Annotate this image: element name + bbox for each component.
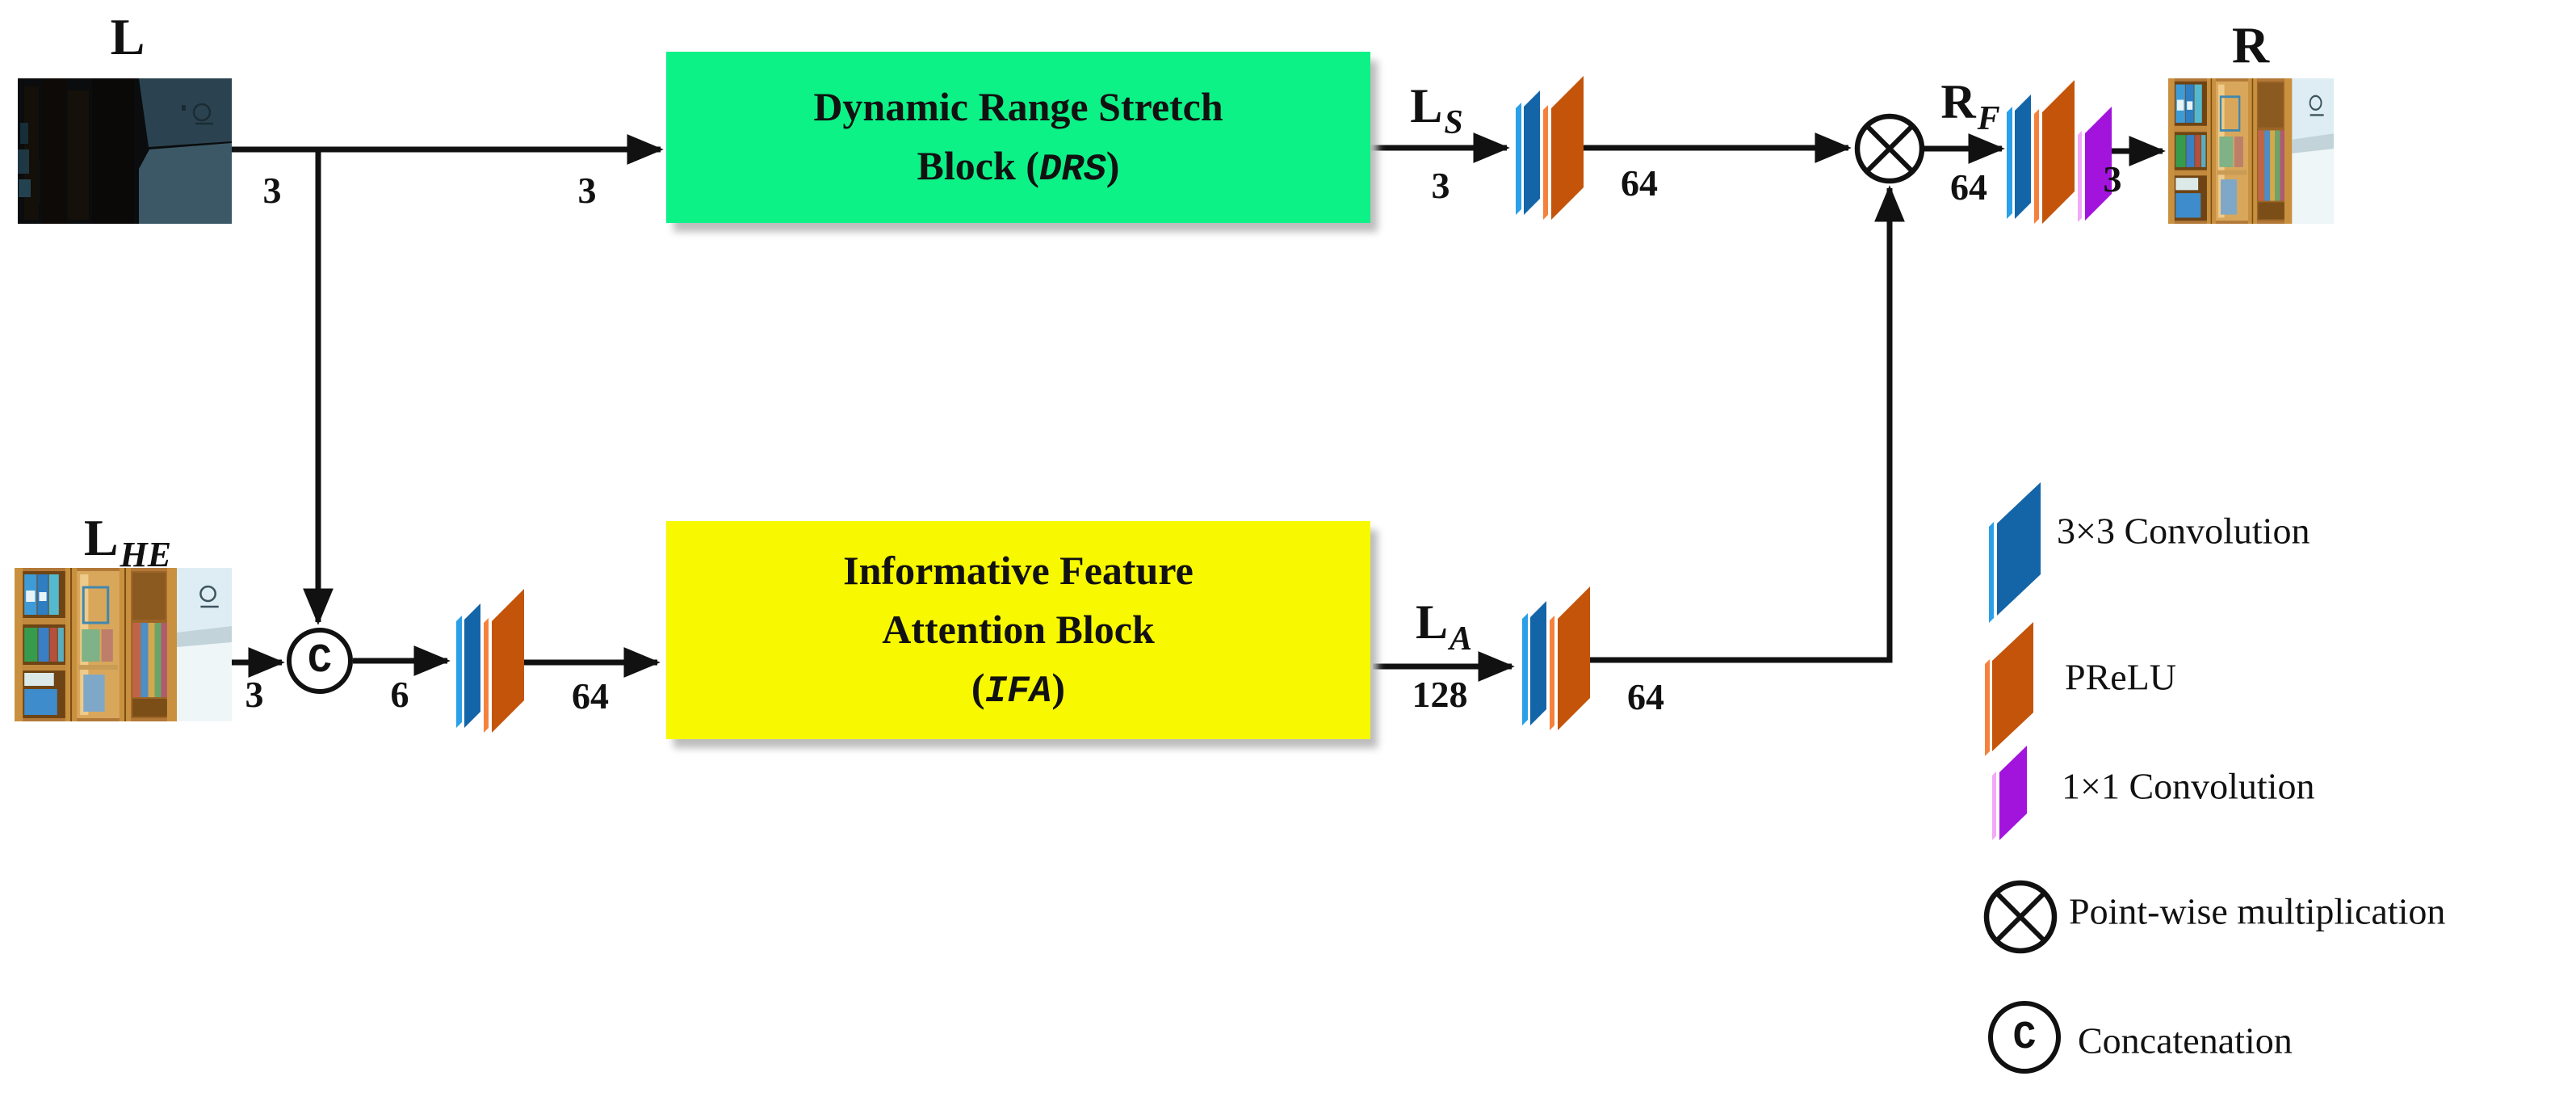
input-he-image-label: LHE [83, 509, 171, 573]
ifa-line3-prefix: ( [971, 665, 985, 711]
concatenation-node [287, 628, 353, 694]
la-subscript: A [1450, 620, 1473, 658]
pointwise-multiplication-node [1854, 113, 1925, 184]
ifa-abbreviation: IFA [984, 671, 1052, 713]
ls-base: L [1410, 79, 1443, 132]
legend-pointwise-multiplication-icon [1983, 880, 2058, 954]
legend-concatenation-letter: C [2012, 1016, 2037, 1060]
ls-signal-label: LS [1410, 79, 1462, 140]
channel-count-input: 3 [262, 170, 282, 211]
channel-count-conv-top-out: 64 [1621, 162, 1658, 204]
ifa-block-title-line3: (IFA) [971, 658, 1065, 719]
channel-count-la: 128 [1412, 674, 1468, 715]
channel-count-drs-in: 3 [577, 170, 597, 211]
channel-count-ls: 3 [1431, 165, 1450, 206]
rf-subscript: F [1977, 100, 2000, 137]
lhe-base: L [83, 509, 119, 566]
concatenation-node-letter: C [307, 638, 333, 684]
channel-count-conv-bottom-out: 64 [572, 675, 609, 717]
ls-subscript: S [1444, 104, 1463, 141]
legend-label-conv3x3: 3×3 Convolution [2057, 510, 2310, 552]
channel-count-output: 3 [2103, 158, 2122, 200]
legend-label-concatenation: Concatenation [2078, 1019, 2293, 1061]
channel-count-rf: 64 [1950, 166, 1987, 208]
ifa-block: Informative Feature Attention Block (IFA… [666, 521, 1370, 739]
drs-abbreviation: DRS [1038, 148, 1106, 191]
lhe-subscript: HE [120, 535, 172, 574]
drs-line2-suffix: ) [1105, 142, 1120, 188]
legend-concatenation-icon [1988, 1001, 2061, 1074]
conv3x3-prelu-stack-top [1516, 76, 1584, 220]
la-signal-label: LA [1415, 595, 1472, 656]
ifa-block-title-line2: Attention Block [882, 606, 1155, 652]
ifa-line3-suffix: ) [1051, 665, 1066, 711]
legend-conv3x3-icon [1989, 482, 2041, 623]
input-low-light-image [18, 78, 232, 224]
la-base: L [1415, 595, 1449, 649]
output-image-label: R [2231, 16, 2270, 74]
channel-count-conv-bottom2-out: 64 [1627, 676, 1664, 717]
input-image-label: L [110, 8, 145, 65]
conv3x3-prelu-stack-bottom [1522, 586, 1590, 730]
channel-count-concat-out: 6 [390, 674, 409, 715]
drs-block-title-line2: Block (DRS) [917, 137, 1120, 197]
ifa-block-title-line1: Informative Feature [843, 548, 1194, 594]
legend-label-prelu: PReLU [2065, 656, 2176, 698]
drs-line2-prefix: Block ( [917, 142, 1039, 188]
legend-label-conv1x1: 1×1 Convolution [2062, 765, 2315, 807]
legend-prelu-icon [1985, 622, 2033, 756]
input-histogram-equalized-image [15, 568, 232, 721]
conv3x3-prelu-stack-concat [456, 589, 524, 733]
legend-label-pointwise-multiplication: Point-wise multiplication [2069, 890, 2446, 932]
drs-block-title-line1: Dynamic Range Stretch [813, 84, 1223, 130]
drs-block: Dynamic Range Stretch Block (DRS) [666, 52, 1370, 223]
rf-base: R [1940, 75, 1976, 128]
rf-signal-label: RF [1940, 75, 1999, 136]
arrow-attention-to-multiply [1567, 185, 1905, 663]
conv3x3-prelu-conv1x1-stack-output [2007, 80, 2112, 224]
channel-count-lhe: 3 [245, 674, 264, 715]
output-restored-image [2168, 78, 2334, 224]
legend-conv1x1-icon [1992, 746, 2027, 840]
